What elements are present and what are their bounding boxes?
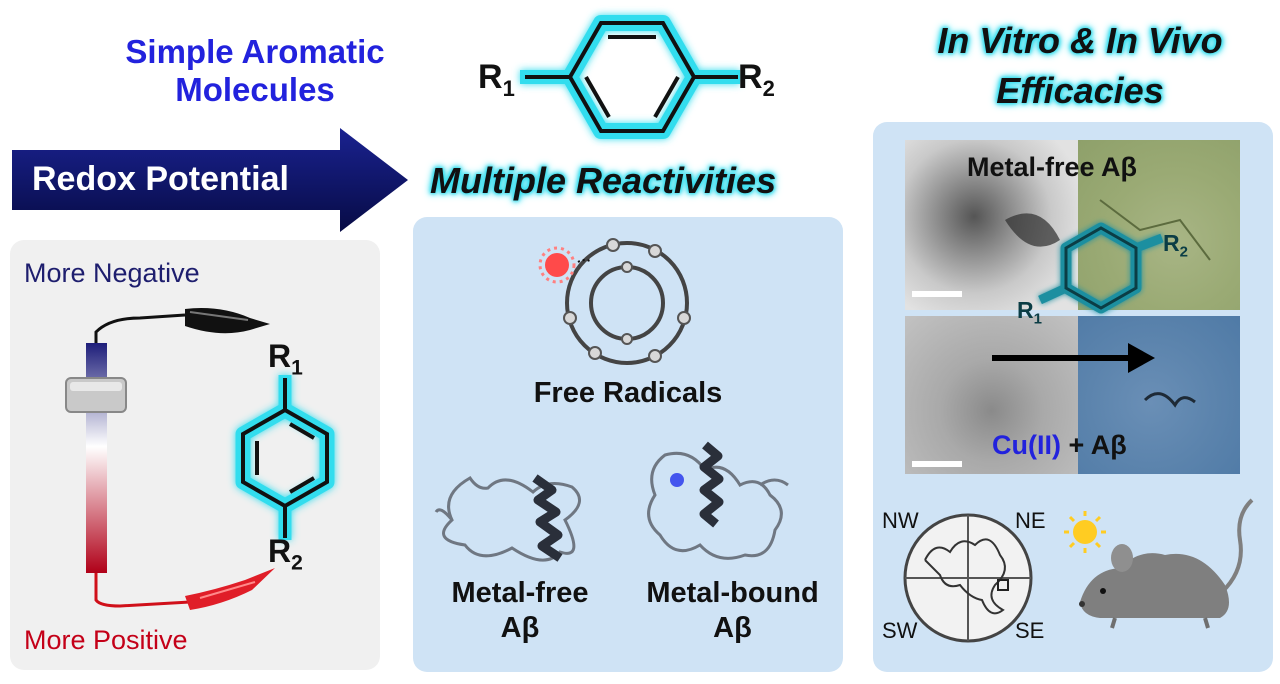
metal-ion-icon [670,473,684,487]
left-title-line2: Molecules [175,71,335,108]
tem-bottom-rest: + Aβ [1060,430,1127,460]
platform-icon [997,579,1009,591]
metal-free-label-line2: Aβ [500,612,540,644]
tem-r1-letter: R [1017,297,1034,323]
tem-r2-letter: R [1163,230,1180,256]
redox-arrow [12,128,408,232]
quadrant-se-label: SE [1015,618,1045,643]
quadrant-ne-label: NE [1015,508,1046,533]
tem-bottom-label: Cu(II) + Aβ [992,430,1127,461]
metal-bound-label-line2: Aβ [713,612,752,644]
radical-spark-icon [545,253,569,277]
right-title: In Vitro & In Vivo Efficacies [880,16,1280,116]
reactivity-panel [413,217,843,672]
metal-free-label-line1: Metal-free [451,577,589,609]
free-radicals-label: Free Radicals [533,377,723,409]
quadrant-nw-label: NW [882,508,919,533]
right-title-line2: Efficacies [996,70,1164,111]
more-negative-label: More Negative [24,258,200,288]
left-r2-sub: 2 [291,551,303,575]
redox-arrow-label: Redox Potential [32,160,289,198]
quadrant-sw-label: SW [882,618,918,643]
tem-top-label: Metal-free Aβ [967,152,1138,182]
metal-bound-label: Metal-bound Aβ [630,576,835,646]
top-r1-label: R1 [478,58,515,102]
mouse-body [1080,553,1229,618]
scale-bar-bottom [912,461,962,467]
left-r2-label: R2 [268,533,303,575]
tem-image-cu-control [905,316,1078,474]
left-r1-letter: R [268,338,292,374]
left-title-line1: Simple Aromatic [125,33,385,70]
black-wire [94,313,186,348]
more-positive-label: More Positive [24,625,188,655]
tem-bottom-metal: Cu(II) [992,430,1061,460]
tem-r2-label: R2 [1163,230,1188,261]
left-title: Simple Aromatic Molecules [75,33,435,109]
tem-r1-label: R1 [1017,297,1042,328]
metal-bound-label-line1: Metal-bound [646,577,819,609]
left-r2-letter: R [268,533,292,569]
tem-r1-sub: 1 [1033,310,1042,328]
mouse-tail [1220,498,1254,594]
center-title: Multiple Reactivities [430,160,777,201]
red-wire [94,573,191,608]
top-r1-letter: R [478,58,503,96]
right-title-line1: In Vitro & In Vivo [937,20,1223,61]
top-r2-letter: R [738,58,763,96]
sun-icon [1073,520,1097,544]
left-r1-sub: 1 [291,356,303,380]
top-r1-sub: 1 [502,75,515,101]
top-r2-label: R2 [738,58,775,102]
left-r1-label: R1 [268,338,303,380]
scale-bar-top [912,291,962,297]
metal-free-label: Metal-free Aβ [430,576,610,646]
swim-path [924,538,1006,615]
tem-r2-sub: 2 [1179,243,1188,261]
top-r2-sub: 2 [762,75,775,101]
